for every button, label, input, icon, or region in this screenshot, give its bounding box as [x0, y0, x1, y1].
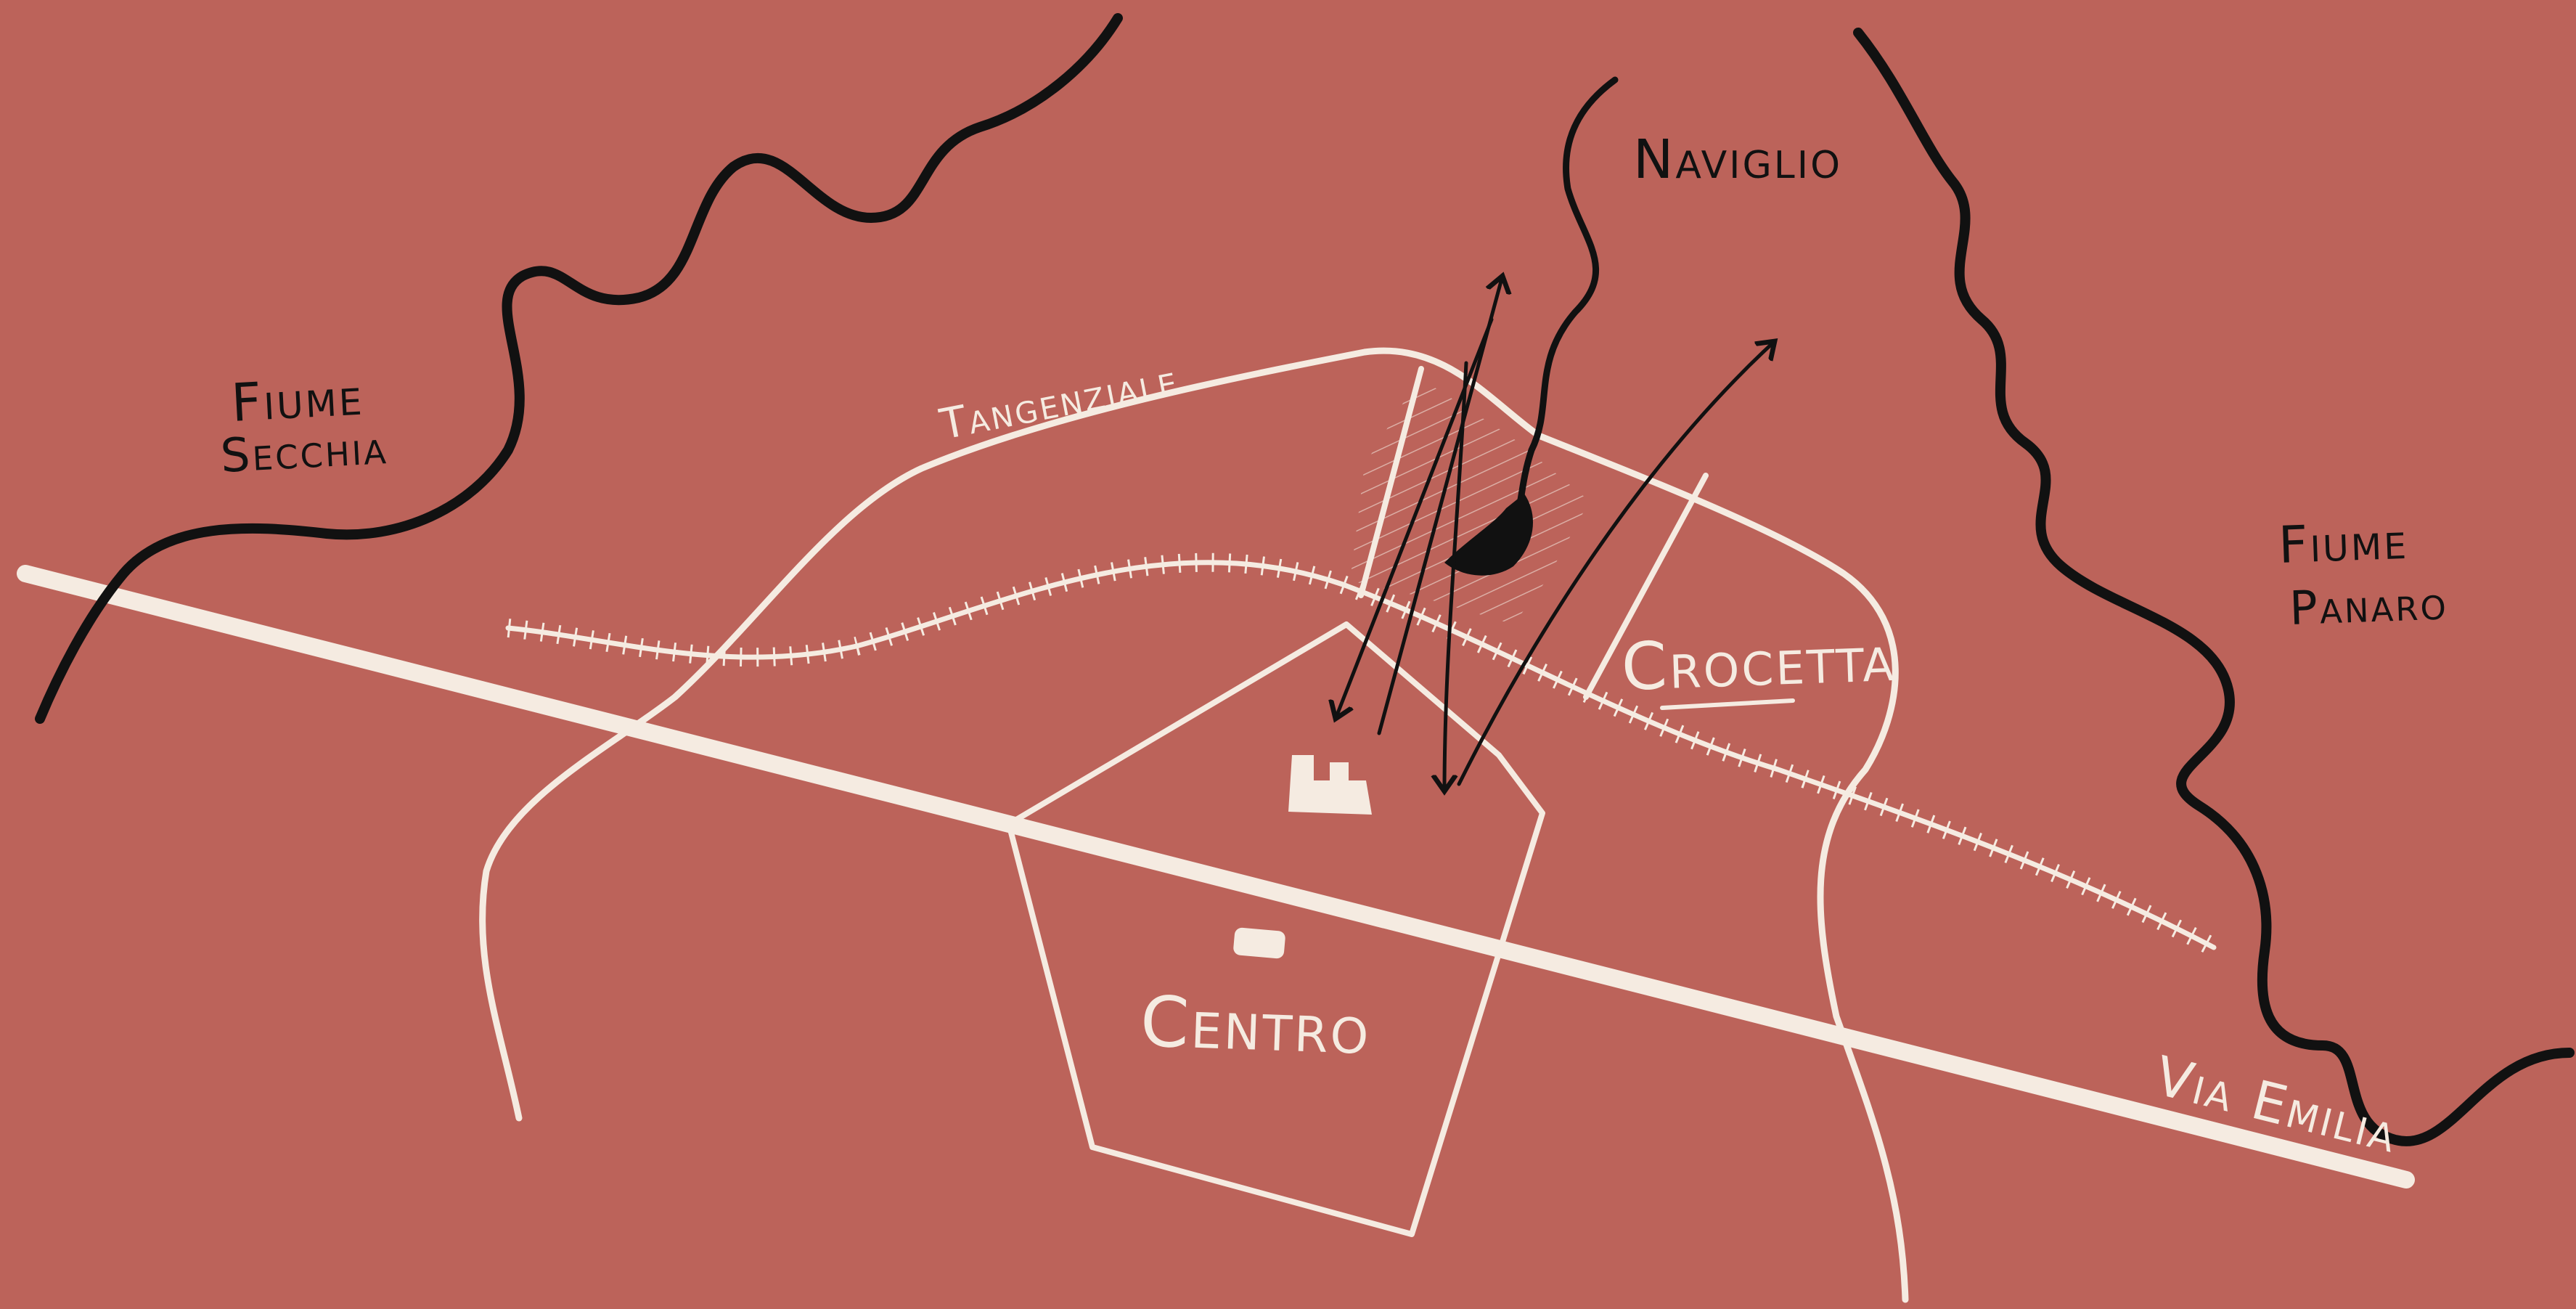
label-crocetta: Crocetta — [1620, 620, 1897, 706]
railway-ties — [507, 552, 2219, 956]
label-fiume-panaro-1: Fiume — [2278, 511, 2410, 575]
tangenziale-ring-road — [479, 347, 1909, 1303]
fiume-panaro-river — [1853, 28, 2575, 1146]
via-emilia-road — [17, 565, 2415, 1188]
plaza-landmark-icon — [1233, 927, 1285, 959]
centro-district-outline — [1006, 621, 1545, 1237]
label-fiume-secchia-1: Fiume — [229, 366, 365, 433]
connector-road-west — [1358, 366, 1424, 598]
fiume-secchia-river — [35, 13, 1123, 724]
label-centro: Centro — [1139, 981, 1372, 1070]
crocetta-underline — [1660, 698, 1795, 710]
naviglio-basin — [1444, 494, 1533, 576]
hatched-development-zone — [1350, 378, 1590, 624]
castle-landmark-icon — [1288, 755, 1372, 815]
connector-road-east — [1583, 473, 1709, 700]
label-naviglio: Naviglio — [1633, 129, 1842, 191]
label-fiume-secchia-2: Secchia — [219, 421, 389, 484]
arrow-crocetta-northeast — [1457, 341, 1775, 786]
arrow-castle-to-naviglio — [1377, 276, 1502, 735]
naviglio-canal — [1499, 76, 1619, 545]
arrow-naviglio-to-centro — [1444, 361, 1468, 791]
label-fiume-panaro-2: Panaro — [2289, 576, 2449, 636]
